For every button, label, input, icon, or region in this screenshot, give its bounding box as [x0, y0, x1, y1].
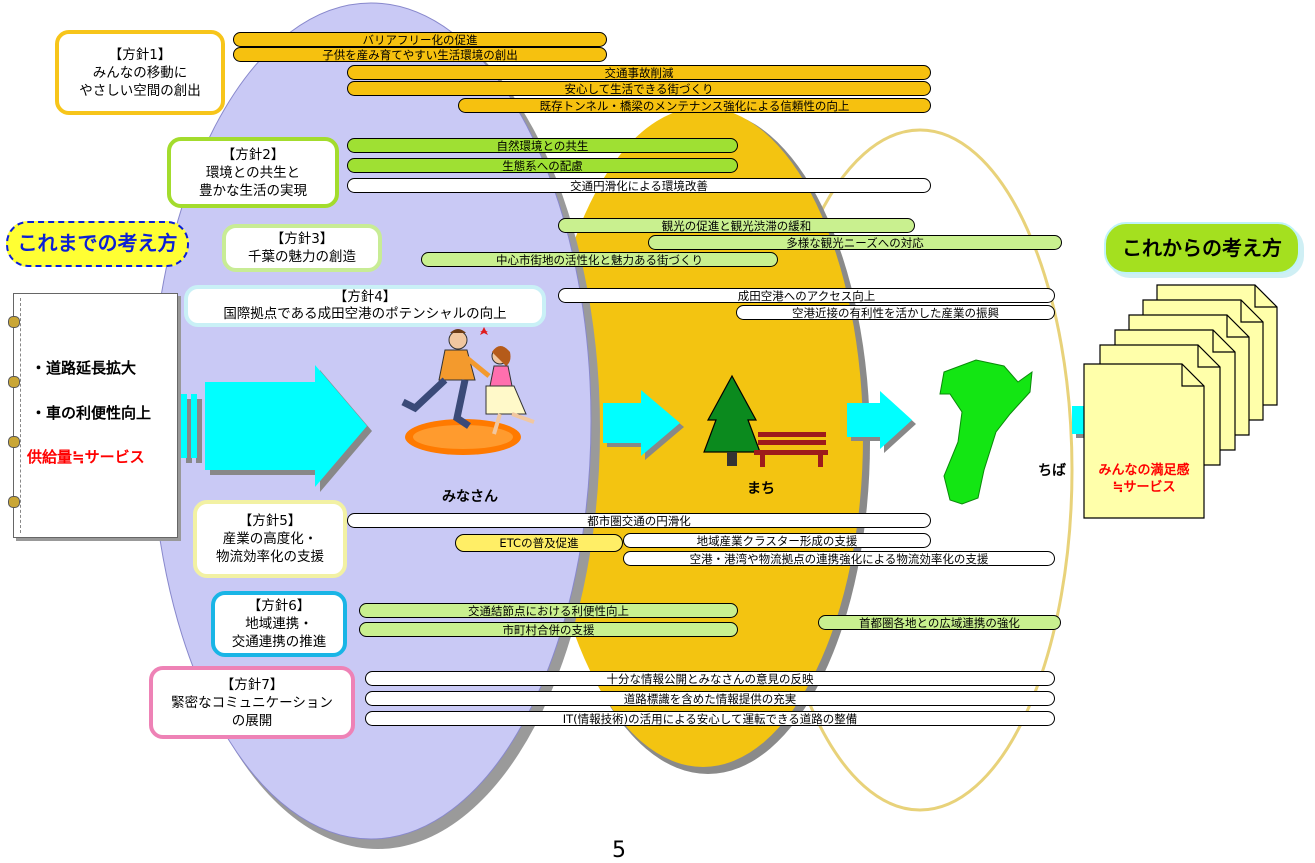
- measure-municipal-merger: 市町村合併の支援: [359, 622, 738, 637]
- stage-label-minasan: みなさん: [442, 489, 498, 505]
- measure-it-roads: IT(情報技術)の活用による安心して運転できる道路の整備: [365, 711, 1055, 726]
- new-thinking-label: これからの考え方: [1104, 222, 1300, 274]
- tree-icon: [703, 374, 761, 466]
- arrow-into-minasan: [181, 365, 372, 492]
- policy-box-7: 【方針7】 緊密なコミュニケーション の展開: [149, 666, 355, 739]
- policy-7-line-1: 【方針7】: [220, 676, 284, 693]
- measure-childcare-environment: 子供を産み育てやすい生活環境の創出: [233, 47, 607, 62]
- policy-4-line-2: 国際拠点である成田空港のポテンシャルの向上: [223, 306, 507, 322]
- measure-information-disclosure: 十分な情報公開とみなさんの意見の反映: [365, 671, 1055, 686]
- policy-5-line-2: 産業の高度化・: [222, 531, 318, 547]
- chiba-map-shape: [939, 359, 1033, 505]
- policy-box-2: 【方針2】 環境との共生と 豊かな生活の実現: [167, 137, 339, 208]
- policy-1-line-2: みんなの移動に: [92, 64, 188, 81]
- measure-airport-industry: 空港近接の有利性を活かした産業の振興: [736, 305, 1055, 320]
- measure-barrier-free: バリアフリー化の促進: [233, 32, 607, 47]
- arrow-to-chiba: [847, 391, 916, 453]
- arrow-to-machi: [603, 390, 684, 460]
- old-item-road-length: ・道路延長拡大: [31, 359, 137, 377]
- policy-box-5: 【方針5】 産業の高度化・ 物流効率化の支援: [193, 500, 347, 578]
- page-number: 5: [612, 838, 626, 863]
- measure-safe-town: 安心して生活できる街づくり: [347, 81, 931, 96]
- old-item-car-convenience: ・車の利便性向上: [31, 404, 152, 422]
- policy-1-line-3: やさしい空間の創出: [79, 82, 201, 99]
- measure-etc: ETCの普及促進: [455, 534, 623, 552]
- measure-logistics: 空港・港湾や物流拠点の連携強化による物流効率化の支援: [623, 551, 1055, 566]
- measure-downtown-revitalization: 中心市街地の活性化と魅力ある街づくり: [421, 252, 778, 267]
- policy-box-3: 【方針3】 千葉の魅力の創造: [222, 224, 382, 272]
- policy-1-line-1: 【方針1】: [108, 46, 172, 63]
- stage-label-machi: まち: [747, 481, 775, 497]
- measure-ecosystem: 生態系への配慮: [347, 158, 738, 173]
- policy-box-1: 【方針1】 みんなの移動に やさしい空間の創出: [55, 30, 225, 115]
- measure-regional-cooperation: 首都圏各地との広域連携の強化: [818, 615, 1061, 630]
- old-concept-panel: [8, 293, 178, 538]
- policy-7-line-2: 緊密なコミュニケーション: [171, 694, 333, 711]
- policy-3-line-1: 【方針3】: [270, 231, 334, 247]
- measure-metro-traffic: 都市圏交通の円滑化: [347, 513, 931, 528]
- measure-airport-access: 成田空港へのアクセス向上: [558, 288, 1055, 303]
- bench-icon: [754, 432, 828, 467]
- measure-industry-cluster: 地域産業クラスター形成の支援: [623, 533, 931, 548]
- policy-6-line-3: 交通連携の推進: [231, 634, 327, 650]
- result-text: みんなの満足感 ≒サービス: [1084, 462, 1204, 496]
- measure-traffic-environment: 交通円滑化による環境改善: [347, 178, 931, 193]
- machi-ellipse: [543, 107, 863, 767]
- measure-transit-nodes: 交通結節点における利便性向上: [359, 603, 738, 618]
- measure-accident-reduction: 交通事故削減: [347, 65, 931, 80]
- policy-6-line-2: 地域連携・: [245, 616, 313, 632]
- policy-7-line-3: の展開: [231, 712, 273, 729]
- old-equation: 供給量≒サービス: [27, 448, 145, 466]
- result-line-1: みんなの満足感: [1098, 463, 1190, 478]
- measure-bridge-maintenance: 既存トンネル・橋梁のメンテナンス強化による信頼性の向上: [458, 98, 931, 113]
- dancing-couple-illustration: [401, 318, 535, 455]
- result-line-2: ≒サービス: [1112, 480, 1176, 495]
- measure-road-signs: 道路標識を含めた情報提供の充実: [365, 691, 1055, 706]
- policy-2-line-2: 環境との共生と: [205, 164, 301, 181]
- measure-tourism-needs: 多様な観光ニーズへの対応: [648, 235, 1062, 250]
- measure-tourism-promotion: 観光の促進と観光渋滞の緩和: [558, 218, 915, 233]
- policy-3-line-2: 千葉の魅力の創造: [248, 249, 356, 265]
- result-document-stack: [1083, 284, 1278, 519]
- policy-box-6: 【方針6】 地域連携・ 交通連携の推進: [211, 591, 347, 657]
- policy-2-line-3: 豊かな生活の実現: [199, 182, 307, 199]
- measure-nature-coexistence: 自然環境との共生: [347, 138, 738, 153]
- policy-5-line-1: 【方針5】: [238, 513, 302, 529]
- old-thinking-label: これまでの考え方: [6, 221, 189, 267]
- policy-box-4: 【方針4】 国際拠点である成田空港のポテンシャルの向上: [184, 285, 546, 327]
- policy-4-line-1: 【方針4】: [333, 289, 397, 305]
- policy-2-line-1: 【方針2】: [221, 146, 285, 163]
- policy-6-line-1: 【方針6】: [247, 598, 311, 614]
- stage-label-chiba: ちば: [1038, 463, 1066, 479]
- policy-5-line-3: 物流効率化の支援: [216, 549, 324, 565]
